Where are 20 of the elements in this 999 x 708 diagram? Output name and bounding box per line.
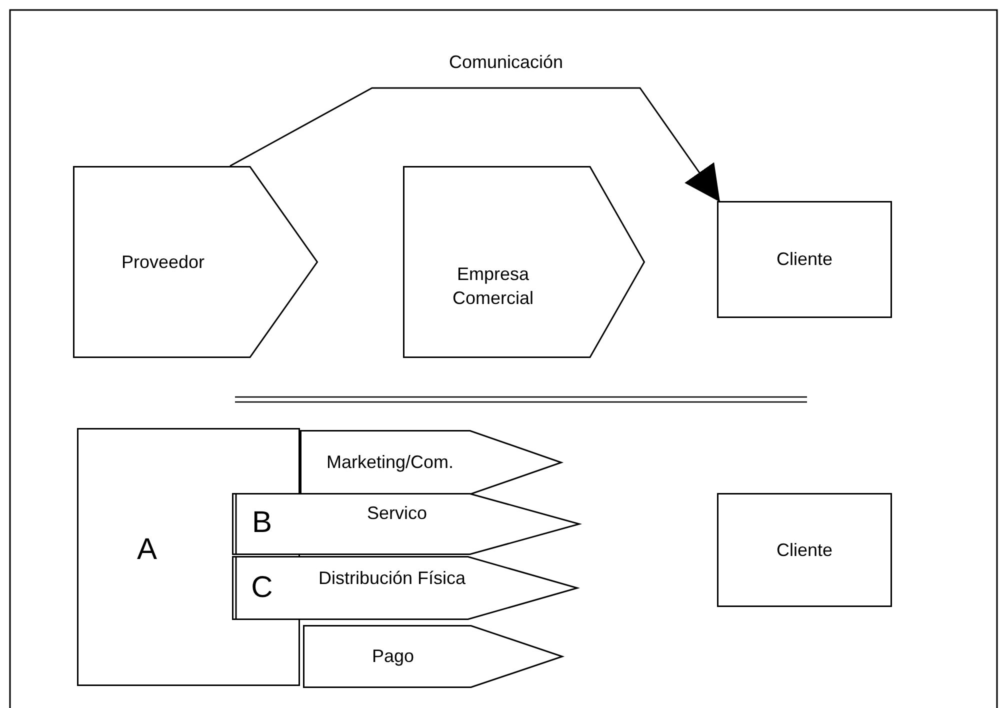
pentagon-arrow-shape [73,166,318,358]
node-label: Servico [366,502,428,525]
section-letter: C [250,571,274,605]
pentagon-arrow-shape [232,556,578,620]
section-letter: A [136,533,158,567]
pentagon-arrow-shape [303,625,563,688]
node-label: Cliente [775,539,834,562]
pentagon-arrow-shape [232,493,580,555]
section-letter: B [250,506,273,540]
node-label: Empresa Comercial [451,263,535,310]
node-label: Cliente [775,248,834,271]
pentagon-arrow-shape [403,166,645,358]
process-box [717,493,892,607]
node-label: Pago [370,645,416,668]
node-label: Marketing/Com. [325,451,455,474]
node-label: Proveedor [120,251,206,274]
node-label: Distribución Física [317,567,467,590]
arrow [230,87,721,202]
process-box [717,201,892,318]
pentagon-arrow-shape [300,430,562,495]
